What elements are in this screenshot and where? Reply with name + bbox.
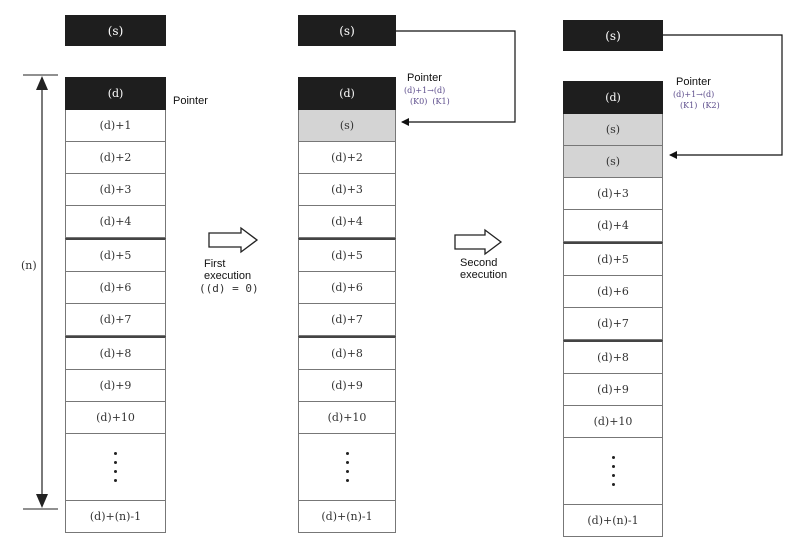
pointer-formula-values: (K1) (K2) [680, 101, 720, 110]
second-execution-line2: execution [460, 269, 508, 281]
column-cell: (d)+4 [298, 206, 396, 238]
first-execution-line1: First [204, 258, 226, 270]
pointer-label: Pointer [173, 95, 208, 107]
second-execution-line1: Second [460, 257, 498, 269]
range-arrow-up-icon [36, 76, 48, 90]
first-execution-line2: execution [204, 270, 252, 282]
pointer-formula: (d)+1→(d) [404, 86, 446, 95]
column-cell: (d)+(n)-1 [563, 505, 663, 537]
pointer-label: Pointer [676, 76, 711, 88]
column-cell: (d)+9 [65, 370, 166, 402]
dot-icon [345, 479, 349, 482]
column-cell: (d)+5 [298, 238, 396, 272]
column-cell: (d)+6 [65, 272, 166, 304]
range-label: (n) [20, 259, 38, 272]
device-column-2: (d) (s) (d)+2 (d)+3 (d)+4 (d)+5 (d)+6 (d… [298, 77, 396, 533]
column-cell: (d)+4 [563, 210, 663, 242]
second-execution-arrow-icon [454, 228, 503, 256]
pointer-formula-values: (K0) (K1) [410, 97, 450, 106]
dot-icon [611, 465, 615, 468]
column-cell: (s) [563, 114, 663, 146]
ellipsis-cell [563, 438, 663, 505]
second-execution-label: Second execution [460, 257, 507, 281]
source-label: (s) [605, 28, 621, 43]
column-cell: (d)+6 [298, 272, 396, 304]
column-cell: (d)+6 [563, 276, 663, 308]
column-cell: (d) [65, 77, 166, 110]
column-cell: (s) [563, 146, 663, 178]
transfer-connector-2 [663, 34, 783, 159]
dot-icon [114, 461, 117, 464]
dot-icon [345, 470, 349, 473]
column-cell: (d)+10 [65, 402, 166, 434]
first-execution-arrow-icon [208, 226, 259, 254]
first-execution-label: First execution [204, 258, 251, 282]
column-cell: (d)+5 [65, 238, 166, 272]
column-cell: (s) [298, 110, 396, 142]
column-cell: (d)+10 [563, 406, 663, 438]
column-cell: (d)+10 [298, 402, 396, 434]
column-cell: (d)+(n)-1 [298, 501, 396, 533]
transfer-connector-1 [396, 30, 516, 126]
pointer-formula: (d)+1→(d) [673, 90, 715, 99]
source-label: (s) [107, 23, 124, 38]
range-arrow-down-icon [36, 494, 48, 508]
dot-icon [345, 461, 349, 464]
dot-icon [114, 470, 117, 473]
connector-layer [23, 30, 783, 510]
ellipsis-cell [298, 434, 396, 501]
column-cell: (d)+7 [298, 304, 396, 336]
source-box-2: (s) [298, 15, 396, 46]
dot-icon [611, 483, 615, 486]
device-column-1: (d) (d)+1 (d)+2 (d)+3 (d)+4 (d)+5 (d)+6 … [65, 77, 166, 533]
column-cell: (d)+5 [563, 242, 663, 276]
column-cell: (d)+(n)-1 [65, 501, 166, 533]
dot-icon [345, 452, 349, 455]
column-cell: (d)+8 [563, 340, 663, 374]
dot-icon [114, 452, 117, 455]
column-cell: (d)+4 [65, 206, 166, 238]
column-cell: (d)+3 [65, 174, 166, 206]
pointer-label: Pointer [407, 72, 442, 84]
column-cell: (d)+9 [563, 374, 663, 406]
dot-icon [611, 456, 615, 459]
ellipsis-cell [65, 434, 166, 501]
column-cell: (d)+2 [298, 142, 396, 174]
source-box-1: (s) [65, 15, 166, 46]
dot-icon [611, 474, 615, 477]
column-cell: (d)+3 [298, 174, 396, 206]
column-cell: (d) [563, 81, 663, 114]
column-cell: (d)+8 [298, 336, 396, 370]
column-cell: (d)+7 [563, 308, 663, 340]
source-box-3: (s) [563, 20, 663, 51]
column-cell: (d)+8 [65, 336, 166, 370]
column-cell: (d)+1 [65, 110, 166, 142]
source-label: (s) [339, 23, 355, 38]
dot-icon [114, 479, 117, 482]
device-column-3: (d) (s) (s) (d)+3 (d)+4 (d)+5 (d)+6 (d)+… [563, 81, 663, 537]
column-cell: (d)+7 [65, 304, 166, 336]
column-cell: (d)+9 [298, 370, 396, 402]
column-cell: (d)+3 [563, 178, 663, 210]
column-cell: (d)+2 [65, 142, 166, 174]
column-cell: (d) [298, 77, 396, 110]
first-execution-condition: ((d) = 0) [199, 282, 259, 295]
